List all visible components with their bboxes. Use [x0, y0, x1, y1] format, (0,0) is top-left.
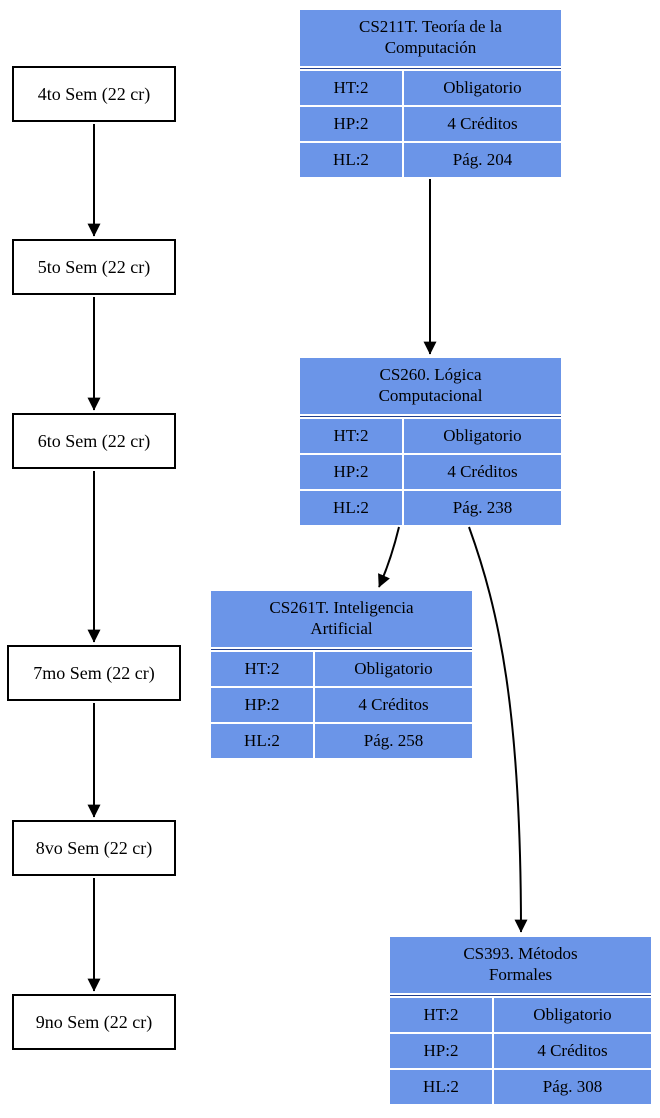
title-divider	[390, 995, 651, 996]
row-key: HL:2	[211, 724, 313, 758]
course-row-hp: HP:2 4 Créditos	[390, 1034, 651, 1068]
semester-node-7mo: 7mo Sem (22 cr)	[7, 645, 181, 701]
course-row-hp: HP:2 4 Créditos	[300, 455, 561, 489]
row-key: HT:2	[300, 419, 402, 453]
course-row-hl: HL:2 Pág. 238	[300, 491, 561, 525]
semester-node-5to: 5to Sem (22 cr)	[12, 239, 176, 295]
row-value: 4 Créditos	[404, 107, 561, 141]
semester-node-4to: 4to Sem (22 cr)	[12, 66, 176, 122]
title-divider	[300, 416, 561, 417]
row-value: Obligatorio	[315, 652, 472, 686]
semester-node-6to: 6to Sem (22 cr)	[12, 413, 176, 469]
semester-label: 7mo Sem (22 cr)	[33, 662, 155, 683]
course-card-cs261t: CS261T. Inteligencia Artificial HT:2 Obl…	[211, 591, 472, 758]
row-key: HP:2	[390, 1034, 492, 1068]
row-key: HL:2	[390, 1070, 492, 1104]
course-title: CS211T. Teoría de la Computación	[300, 10, 561, 68]
row-value: Obligatorio	[404, 419, 561, 453]
course-row-ht: HT:2 Obligatorio	[300, 71, 561, 105]
course-card-cs393: CS393. Métodos Formales HT:2 Obligatorio…	[390, 937, 651, 1104]
edge-cs260-cs393	[468, 526, 528, 933]
row-value: Pág. 308	[494, 1070, 651, 1104]
row-value: 4 Créditos	[404, 455, 561, 489]
row-key: HL:2	[300, 491, 402, 525]
semester-label: 4to Sem (22 cr)	[37, 83, 151, 104]
row-value: Pág. 238	[404, 491, 561, 525]
row-key: HP:2	[300, 455, 402, 489]
semester-label: 8vo Sem (22 cr)	[35, 837, 153, 858]
course-card-cs211t: CS211T. Teoría de la Computación HT:2 Ob…	[300, 10, 561, 177]
course-row-hp: HP:2 4 Créditos	[211, 688, 472, 722]
semester-node-8vo: 8vo Sem (22 cr)	[12, 820, 176, 876]
course-title: CS260. Lógica Computacional	[300, 358, 561, 416]
row-key: HP:2	[300, 107, 402, 141]
course-row-ht: HT:2 Obligatorio	[390, 998, 651, 1032]
row-value: 4 Créditos	[494, 1034, 651, 1068]
course-title: CS261T. Inteligencia Artificial	[211, 591, 472, 649]
row-value: Pág. 204	[404, 143, 561, 177]
semester-node-9no: 9no Sem (22 cr)	[12, 994, 176, 1050]
course-row-hp: HP:2 4 Créditos	[300, 107, 561, 141]
semester-label: 6to Sem (22 cr)	[37, 430, 151, 451]
row-value: Obligatorio	[494, 998, 651, 1032]
course-row-hl: HL:2 Pág. 258	[211, 724, 472, 758]
title-divider	[300, 68, 561, 69]
row-value: Pág. 258	[315, 724, 472, 758]
course-row-hl: HL:2 Pág. 308	[390, 1070, 651, 1104]
course-card-cs260: CS260. Lógica Computacional HT:2 Obligat…	[300, 358, 561, 525]
row-key: HP:2	[211, 688, 313, 722]
row-value: Obligatorio	[404, 71, 561, 105]
semester-label: 5to Sem (22 cr)	[37, 256, 151, 277]
course-row-ht: HT:2 Obligatorio	[211, 652, 472, 686]
semester-label: 9no Sem (22 cr)	[35, 1011, 153, 1032]
title-divider	[211, 649, 472, 650]
row-key: HT:2	[211, 652, 313, 686]
edge-cs260-cs261t	[378, 526, 400, 588]
row-key: HL:2	[300, 143, 402, 177]
row-value: 4 Créditos	[315, 688, 472, 722]
course-row-ht: HT:2 Obligatorio	[300, 419, 561, 453]
row-key: HT:2	[300, 71, 402, 105]
row-key: HT:2	[390, 998, 492, 1032]
course-row-hl: HL:2 Pág. 204	[300, 143, 561, 177]
course-title: CS393. Métodos Formales	[390, 937, 651, 995]
